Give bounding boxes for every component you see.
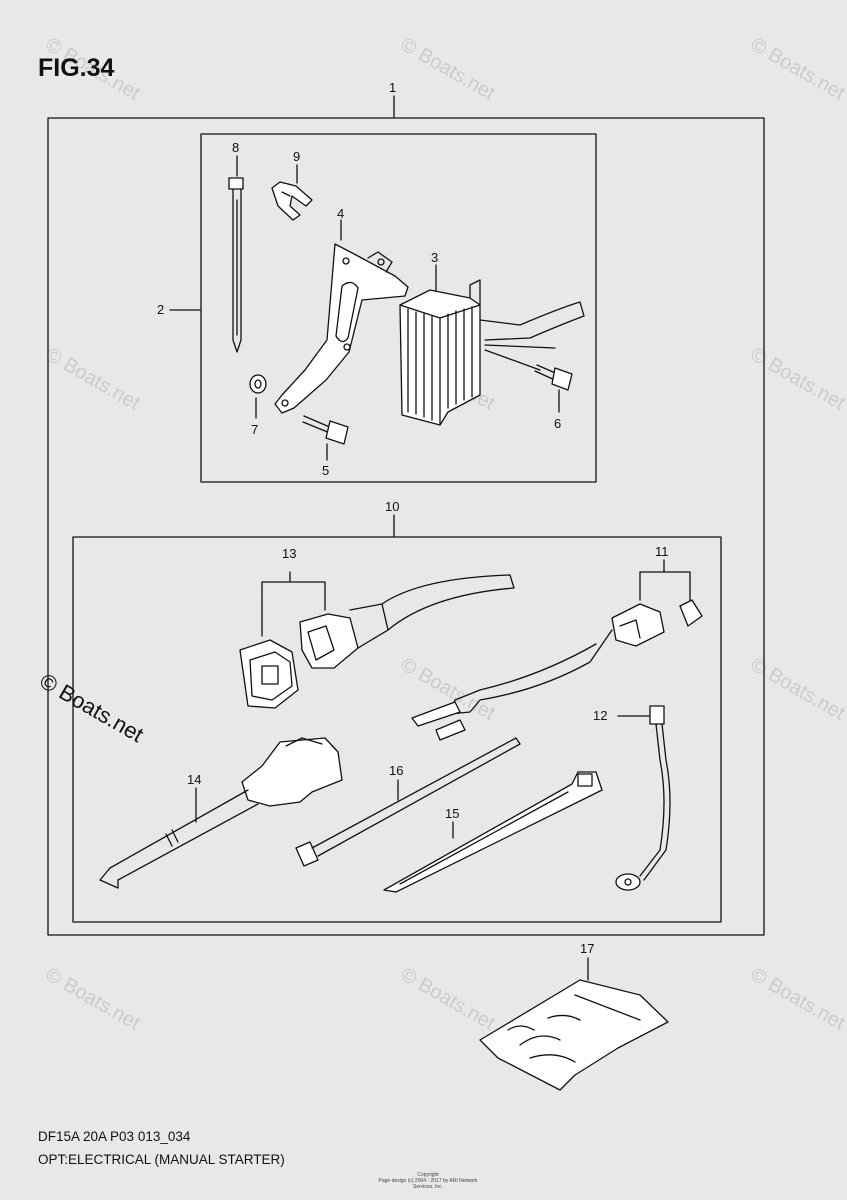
callout-12: 12 bbox=[593, 708, 608, 723]
bracket-part-4 bbox=[274, 219, 409, 414]
callout-10: 10 bbox=[385, 499, 400, 514]
callout-8: 8 bbox=[232, 140, 240, 155]
clamp-part-9 bbox=[271, 164, 313, 221]
figure-title: FIG.34 bbox=[38, 54, 115, 82]
callout-15: 15 bbox=[445, 806, 460, 821]
cable-tie-part-16 bbox=[295, 737, 521, 867]
callout-11: 11 bbox=[655, 544, 669, 559]
model-code: DF15A 20A P03 013_034 bbox=[38, 1129, 191, 1144]
bolt-part-5 bbox=[302, 415, 349, 461]
callout-9: 9 bbox=[293, 149, 301, 164]
rectifier-part-3 bbox=[399, 264, 585, 426]
callout-5: 5 bbox=[322, 463, 330, 478]
fuse-holder-part-11 bbox=[411, 559, 703, 741]
callout-2: 2 bbox=[157, 302, 165, 317]
copyright-line-1: Copyright bbox=[417, 1172, 439, 1178]
rectifier-kit-box bbox=[200, 133, 597, 483]
callout-16: 16 bbox=[389, 763, 404, 778]
callout-14: 14 bbox=[187, 772, 202, 787]
section-title: OPT:ELECTRICAL (MANUAL STARTER) bbox=[38, 1152, 285, 1167]
outer-kit-box bbox=[47, 95, 765, 936]
cable-tie-part-8 bbox=[228, 155, 244, 353]
grease-packet-part-17 bbox=[479, 957, 669, 1091]
ground-lead-part-12 bbox=[615, 705, 671, 891]
callout-4: 4 bbox=[337, 206, 345, 221]
harness-kit-box bbox=[72, 514, 722, 923]
screw-part-6 bbox=[534, 364, 573, 413]
cable-tie-part-15 bbox=[383, 771, 603, 893]
callout-6: 6 bbox=[554, 416, 562, 431]
callout-3: 3 bbox=[431, 250, 439, 265]
connector-part-13 bbox=[239, 571, 515, 709]
callout-1: 1 bbox=[389, 80, 397, 95]
callout-7: 7 bbox=[251, 422, 259, 437]
washer-part-7 bbox=[249, 374, 267, 419]
boot-part-14 bbox=[99, 737, 343, 889]
copyright-line-2: Page design (c) 2004 - 2017 by ARI Netwo… bbox=[378, 1178, 478, 1190]
copyright-notice: Copyright Page design (c) 2004 - 2017 by… bbox=[368, 1172, 488, 1190]
callout-17: 17 bbox=[580, 941, 595, 956]
callout-13: 13 bbox=[282, 546, 297, 561]
